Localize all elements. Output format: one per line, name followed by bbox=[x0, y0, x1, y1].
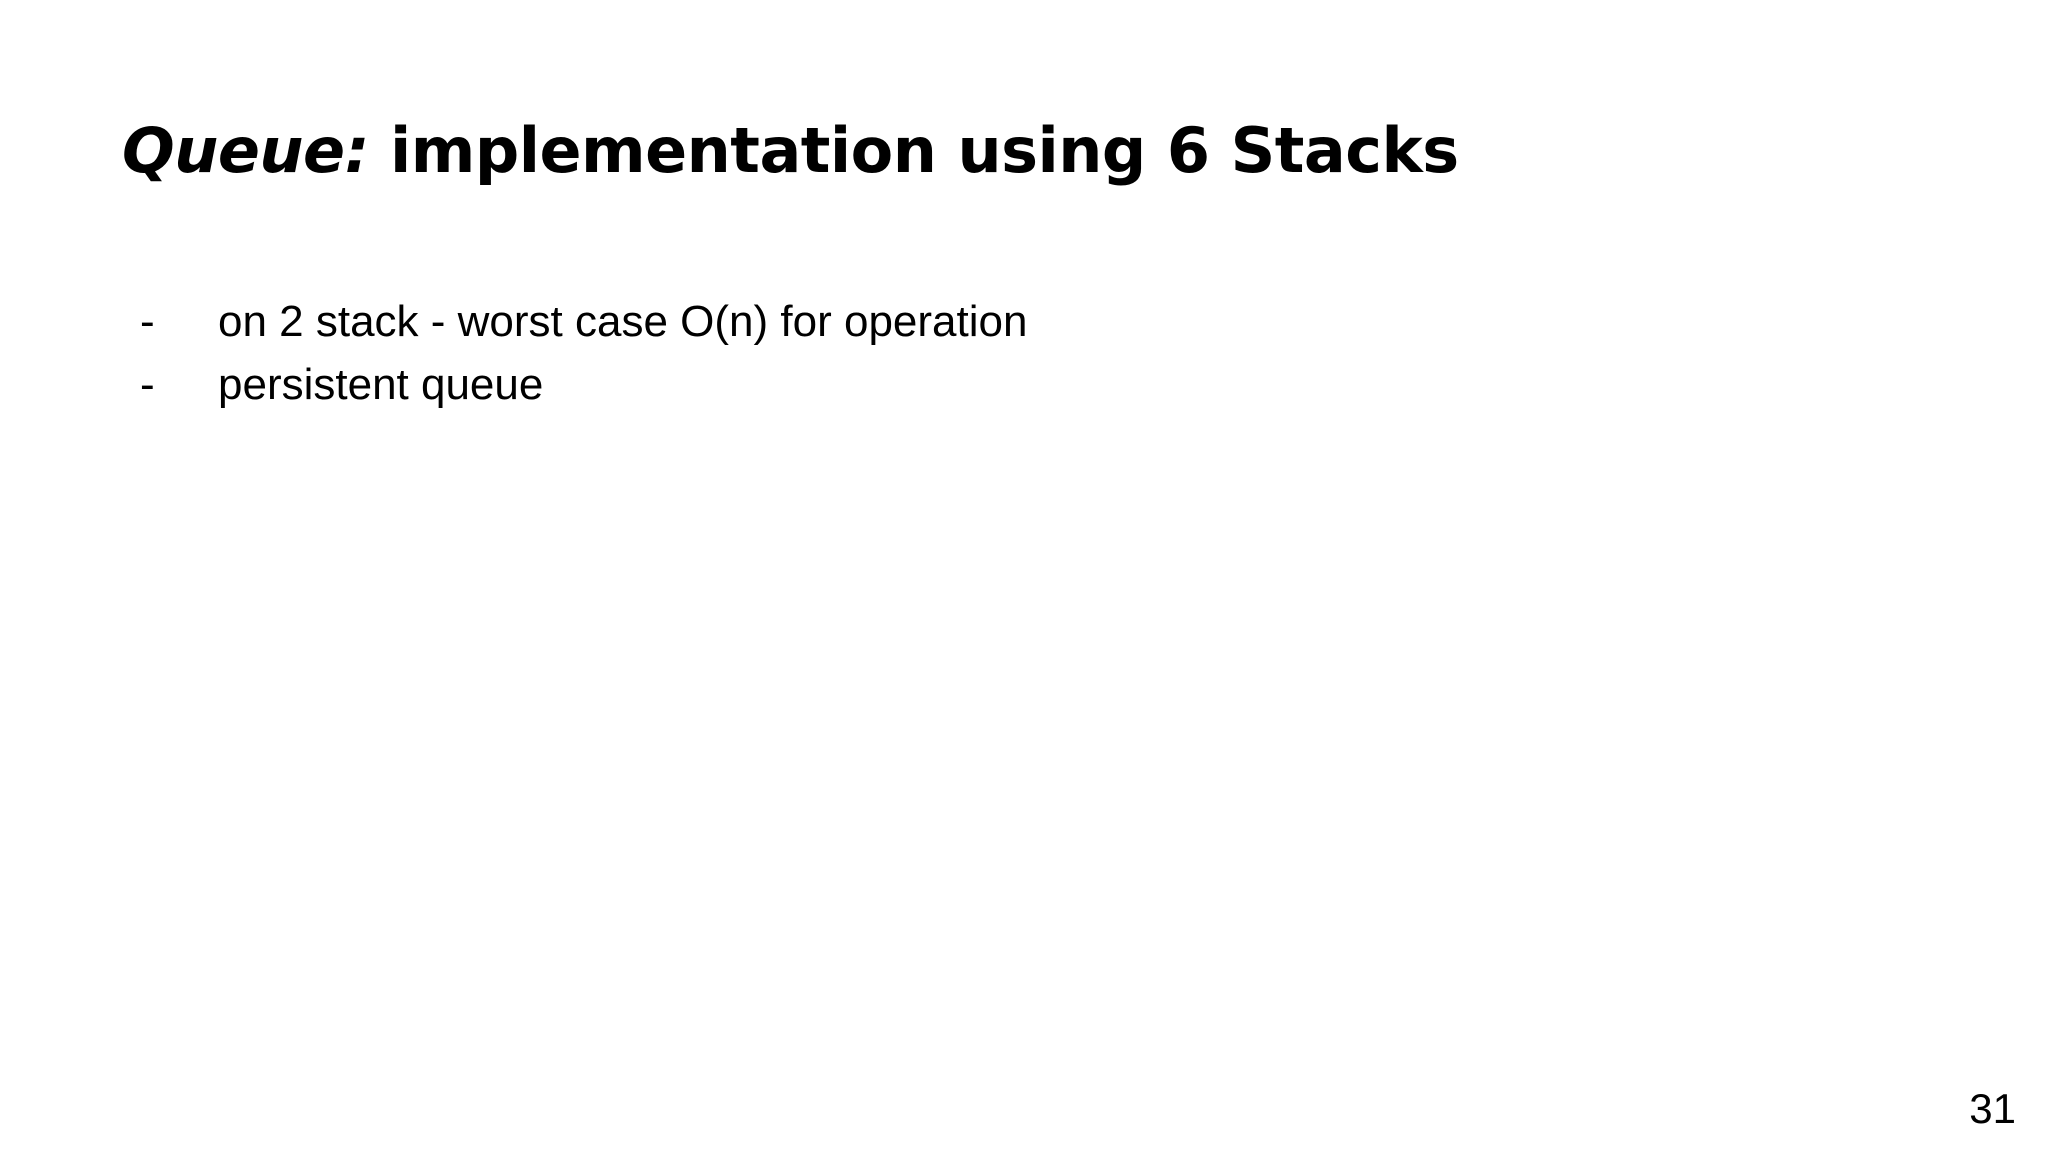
list-item: - persistent queue bbox=[140, 353, 1640, 416]
page-number: 31 bbox=[1969, 1085, 2016, 1132]
list-item-label: on 2 stack - worst case O(n) for operati… bbox=[218, 297, 1028, 346]
page-title-rest: implementation using 6 Stacks bbox=[368, 114, 1459, 187]
page-title: Queue: implementation using 6 Stacks bbox=[122, 118, 1822, 183]
list-item: - on 2 stack - worst case O(n) for opera… bbox=[140, 290, 1640, 353]
bullet-list: - on 2 stack - worst case O(n) for opera… bbox=[140, 290, 1640, 416]
bullet-dash-icon: - bbox=[140, 360, 155, 409]
page-title-emphasis: Queue: bbox=[122, 114, 369, 187]
bullet-dash-icon: - bbox=[140, 297, 155, 346]
list-item-label: persistent queue bbox=[218, 360, 544, 409]
